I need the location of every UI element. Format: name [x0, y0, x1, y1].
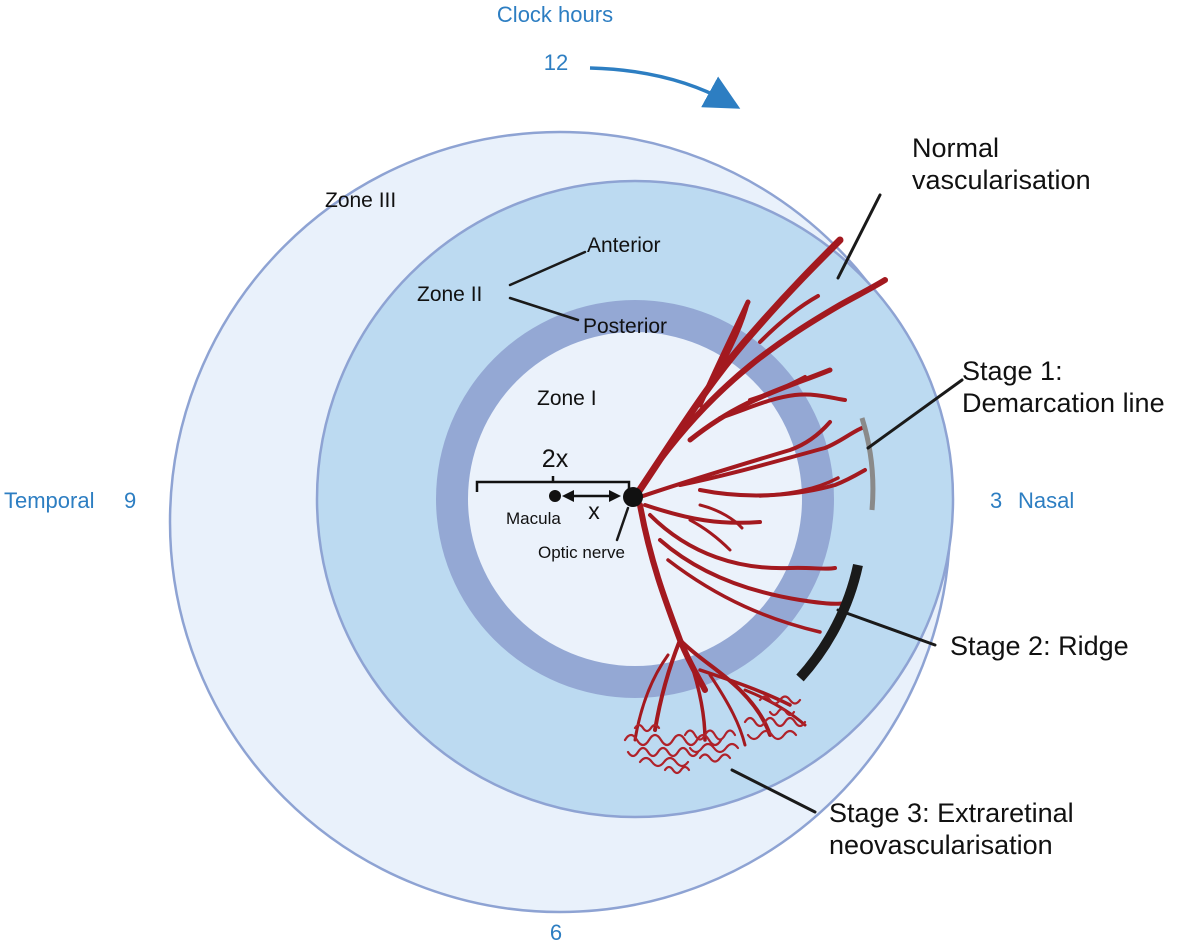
ridge: [796, 563, 863, 682]
nasal-label: Nasal: [1018, 488, 1074, 513]
stage-3-label-line1: Stage 3: Extraretinal: [829, 798, 1074, 828]
clock-hours-title: Clock hours: [497, 2, 613, 27]
normal-vascularisation-label-line2: vascularisation: [912, 165, 1091, 195]
clock-9-label: 9: [124, 488, 136, 513]
stage-2-label: Stage 2: Ridge: [950, 631, 1129, 661]
retinal-vessels: [631, 236, 888, 747]
anterior-label: Anterior: [587, 234, 661, 257]
stage-1-label-line2: Demarcation line: [962, 388, 1165, 418]
demarcation-line: [859, 417, 876, 511]
stage-1-label-line1: Stage 1:: [962, 356, 1063, 386]
two-x-bracket: [475, 476, 631, 492]
normal-vascularisation-leader: [836, 193, 882, 280]
macula-label: Macula: [506, 509, 561, 528]
clock-12-label: 12: [544, 50, 568, 75]
normal-vascularisation-label-line1: Normal: [912, 133, 999, 163]
stage-1-leader: [866, 378, 964, 450]
stage-2-leader: [836, 608, 937, 647]
zone-1-label: Zone I: [537, 387, 597, 410]
optic-nerve-disc: [623, 487, 643, 507]
optic-nerve-label: Optic nerve: [538, 543, 625, 562]
clock-6-label: 6: [550, 920, 562, 944]
temporal-label: Temporal: [4, 488, 94, 513]
posterior-label: Posterior: [583, 315, 667, 338]
neovascular-tuft: [623, 695, 807, 775]
clock-3-label: 3: [990, 488, 1002, 513]
arrowhead-right: [609, 490, 621, 502]
arrowhead-left: [562, 490, 574, 502]
two-x-label: 2x: [542, 445, 569, 473]
stage-3-label-line2: neovascularisation: [829, 830, 1053, 860]
zone-2-anterior-leader: [508, 250, 587, 287]
zone-2-posterior-leader: [508, 296, 580, 322]
clockwise-arrow: [589, 66, 741, 109]
zone-2-label: Zone II: [417, 283, 482, 306]
x-label: x: [588, 498, 600, 524]
stage-3-leader: [730, 768, 817, 814]
zone-3-label: Zone III: [325, 189, 396, 212]
macula-dot: [549, 490, 561, 502]
optic-nerve-leader: [615, 506, 630, 542]
